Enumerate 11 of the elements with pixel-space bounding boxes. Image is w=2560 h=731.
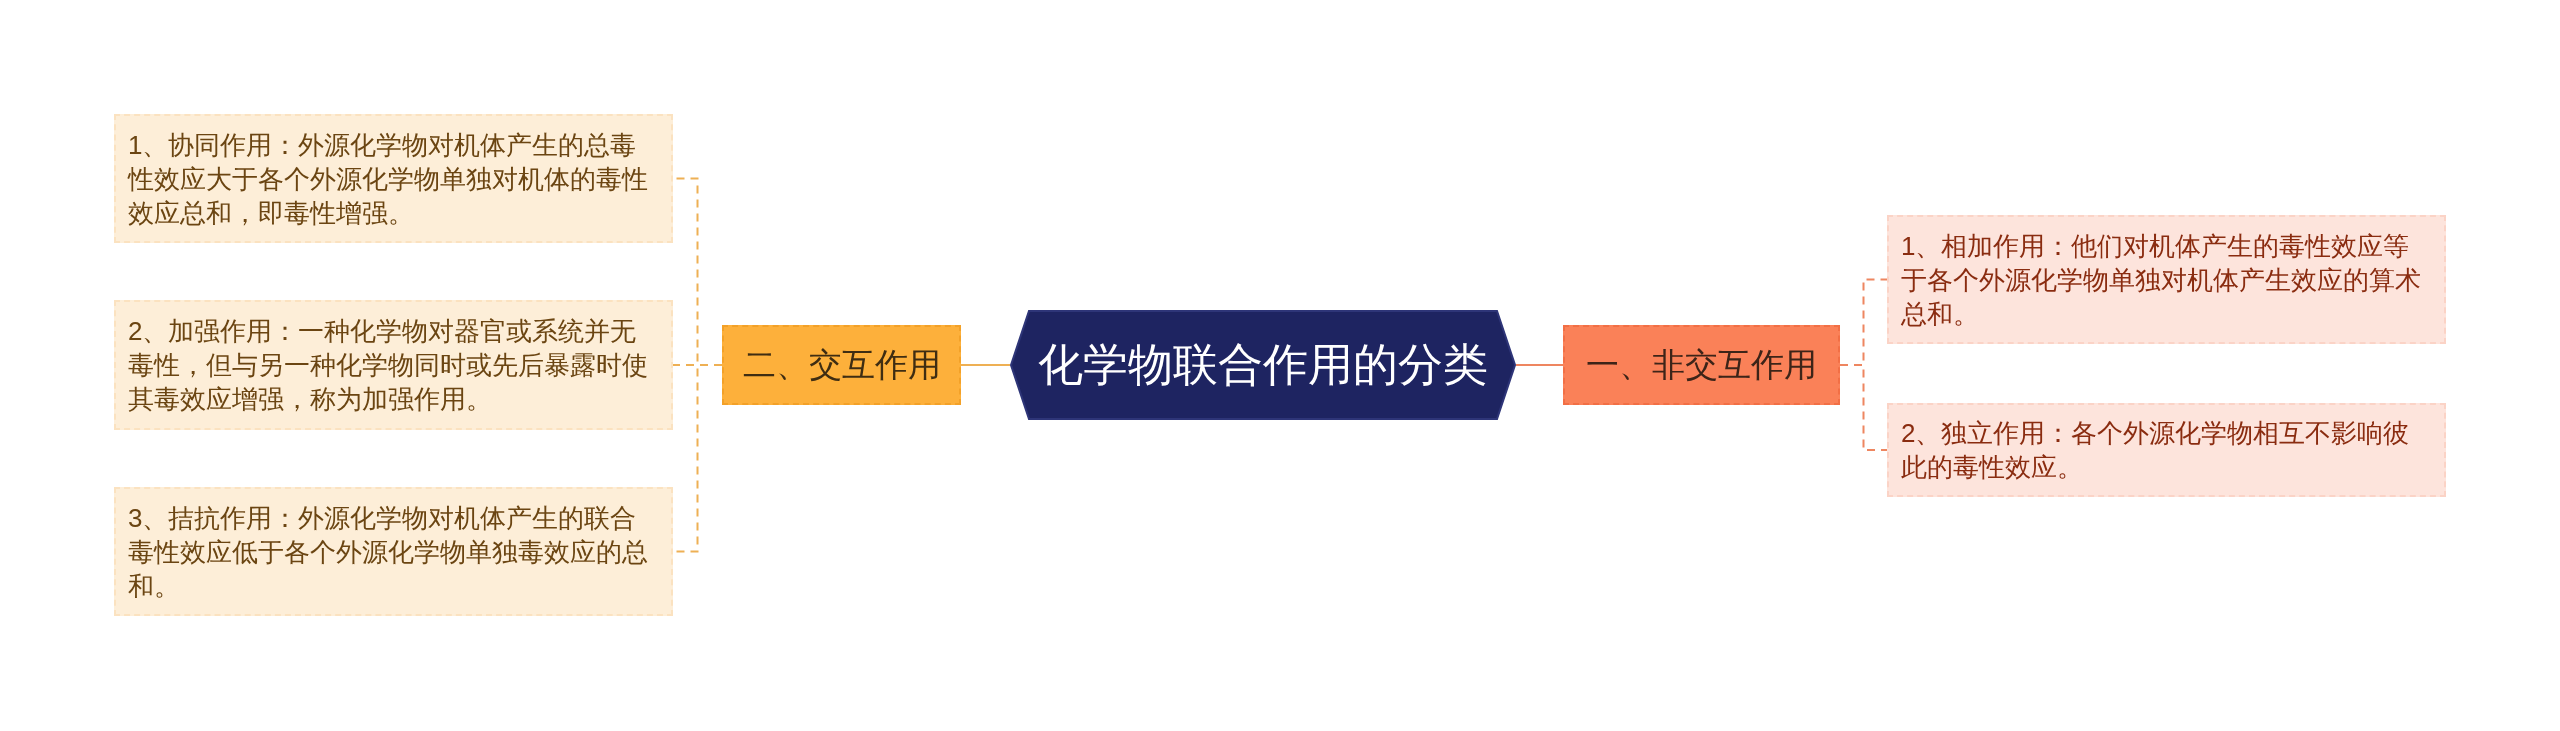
leaf-note: 1、相加作用：他们对机体产生的毒性效应等于各个外源化学物单独对机体产生效应的算术总和。 [1887,215,2446,344]
connector-line [1515,364,1564,366]
connector-line [1839,364,1888,451]
leaf-note: 2、加强作用：一种化学物对器官或系统并无毒性，但与另一种化学物同时或先后暴露时使其毒效应增强，称为加强作用。 [114,300,673,430]
branch-topic: 一、非交互作用 [1563,325,1840,405]
branch-topic: 二、交互作用 [722,325,961,405]
leaf-note: 1、协同作用：外源化学物对机体产生的总毒性效应大于各个外源化学物单独对机体的毒性效应总和，即毒性增强。 [114,114,673,243]
connector-line [960,364,1011,366]
leaf-note: 3、拮抗作用：外源化学物对机体产生的联合毒性效应低于各个外源化学物单独毒效应的总和。 [114,487,673,616]
leaf-note: 2、独立作用：各个外源化学物相互不影响彼此的毒性效应。 [1887,403,2446,497]
central-topic: 化学物联合作用的分类 [1010,310,1516,420]
